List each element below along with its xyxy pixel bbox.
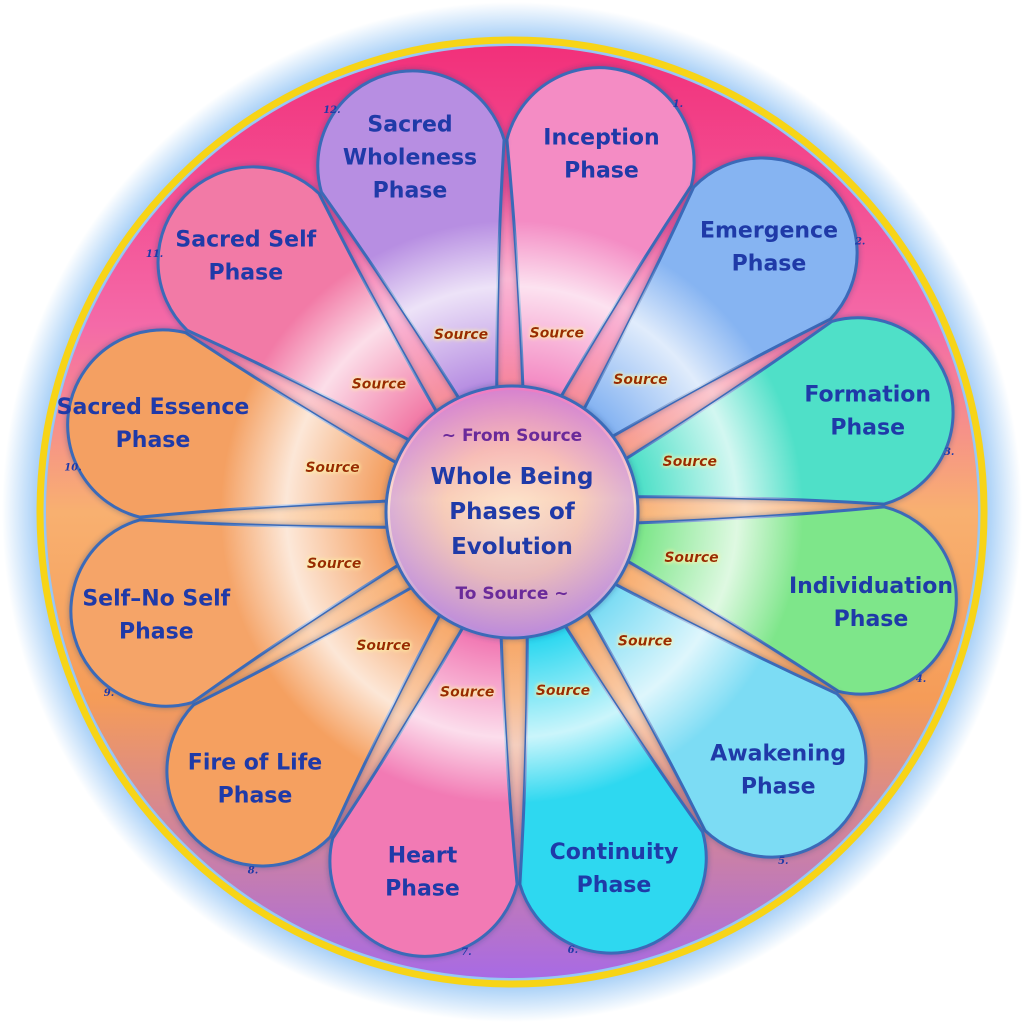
phase-label-line: Phase: [577, 873, 652, 898]
phase-number: 11.: [146, 249, 163, 260]
petal-shine: [584, 581, 866, 858]
source-labels-layer: SourceSourceSourceSourceSourceSourceSour…: [305, 326, 718, 701]
source-label: Source: [305, 460, 359, 476]
phase-label-line: Fire of Life: [188, 751, 322, 776]
petals-layer: InceptionPhase1.EmergencePhase2.Formatio…: [57, 66, 958, 958]
phase-number: 5.: [778, 856, 788, 867]
source-label: Source: [434, 327, 488, 343]
source-label: Source: [356, 638, 410, 654]
petal-shine: [70, 519, 404, 707]
phase-label-line: Phase: [830, 416, 905, 441]
center-bottom-text: To Source ~: [455, 584, 568, 604]
source-label: Source: [663, 454, 717, 470]
source-label: Source: [440, 685, 494, 701]
petal-shine: [317, 70, 505, 404]
center-top-text: ~ From Source: [442, 426, 582, 446]
phase-number: 4.: [916, 674, 926, 685]
phase-number: 3.: [944, 447, 954, 458]
petal-shine: [67, 329, 402, 518]
phase-number: 7.: [461, 947, 471, 958]
phase-label-line: Emergence: [700, 218, 838, 243]
outer-ring: [36, 36, 988, 988]
phase-number: 10.: [64, 462, 81, 473]
phase-label-line: Heart: [388, 844, 458, 869]
petal-shine: [329, 622, 518, 957]
center-title-line-2: Phases of: [449, 499, 576, 525]
phase-label-line: Inception: [543, 126, 659, 151]
phase-label-line: Phase: [218, 784, 293, 809]
phase-label-line: Continuity: [550, 840, 679, 865]
center-title-line-3: Evolution: [451, 534, 573, 560]
phase-label-line: Formation: [804, 383, 931, 408]
phase-label-line: Phase: [732, 251, 807, 276]
phase-number: 6.: [568, 945, 578, 956]
petal-shine: [519, 620, 707, 954]
phase-label-line: Sacred: [367, 112, 452, 137]
phase-label-line: Awakening: [710, 742, 846, 767]
source-label: Source: [536, 683, 590, 699]
source-label: Source: [352, 377, 406, 393]
phase-label-line: Phase: [116, 428, 191, 453]
source-label: Source: [530, 326, 584, 342]
source-label: Source: [664, 550, 718, 566]
phase-label-line: Sacred Essence: [57, 395, 250, 420]
petal-shine: [506, 67, 695, 402]
phase-label-line: Sacred Self: [175, 228, 316, 253]
phase-label-line: Phase: [834, 607, 909, 632]
petal-shine: [622, 506, 957, 695]
phase-label-line: Individuation: [789, 574, 953, 599]
phase-label-line: Phase: [564, 159, 639, 184]
phase-label-line: Wholeness: [343, 145, 477, 170]
petal-shine: [620, 317, 954, 505]
petal-shine: [581, 158, 858, 440]
petal-shine: [166, 584, 443, 866]
phase-label-line: Self–No Self: [82, 587, 230, 612]
phase-number: 8.: [248, 865, 258, 876]
center-title-line-1: Whole Being: [431, 464, 594, 490]
phase-number: 12.: [323, 105, 340, 116]
phase-number: 9.: [104, 688, 114, 699]
center-highlight: [390, 390, 634, 634]
petal-shine: [158, 166, 440, 443]
source-label: Source: [307, 556, 361, 572]
phase-label-line: Phase: [119, 620, 194, 645]
phase-label-line: Phase: [373, 178, 448, 203]
phase-number: 2.: [854, 237, 865, 248]
phase-label-line: Phase: [385, 877, 460, 902]
center-hub: ~ From Source Whole Being Phases of Evol…: [384, 384, 640, 640]
phase-label-line: Phase: [741, 775, 816, 800]
phase-number: 1.: [673, 99, 683, 110]
source-label: Source: [613, 372, 667, 388]
phase-label-line: Phase: [208, 261, 283, 286]
source-label: Source: [618, 634, 672, 650]
